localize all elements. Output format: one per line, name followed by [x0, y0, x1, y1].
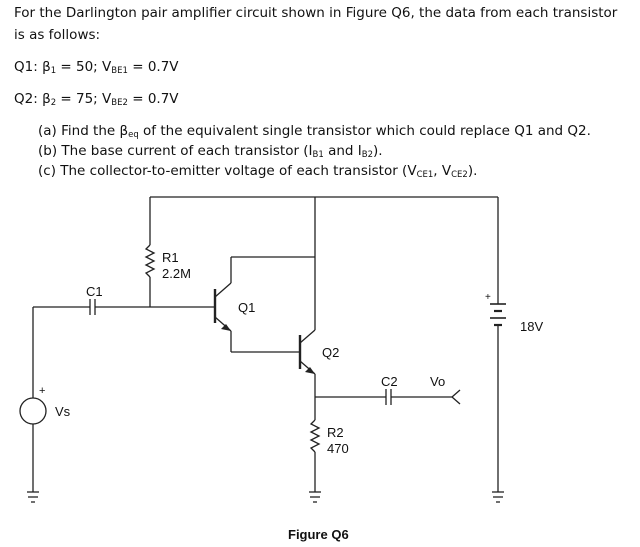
battery-plus-sign: +: [485, 292, 491, 303]
q1-parameters: Q1: β1 = 50; VBE1 = 0.7V: [14, 59, 179, 76]
c2-label: C2: [381, 374, 398, 389]
vo-label: Vo: [430, 374, 445, 389]
ground-symbol-r2: [309, 491, 321, 503]
figure-caption: Figure Q6: [288, 527, 349, 542]
r1-name-label: R1: [162, 250, 179, 265]
r1-value-label: 2.2M: [162, 266, 191, 281]
question-part-a: (a) Find the βeq of the equivalent singl…: [38, 123, 591, 140]
q2-collector-lead: [299, 329, 316, 344]
r2-value-label: 470: [327, 441, 349, 456]
vs-source-symbol: [19, 397, 47, 425]
ground-symbol-source: [27, 491, 39, 503]
c1-label: C1: [86, 284, 103, 299]
r2-resistor: [309, 419, 321, 453]
q2-parameters: Q2: β2 = 75; VBE2 = 0.7V: [14, 91, 179, 108]
question-part-c: (c) The collector-to-emitter voltage of …: [38, 163, 478, 180]
battery-18v-symbol: [490, 303, 506, 327]
q1-collector-lead: [214, 282, 232, 298]
vs-label: Vs: [55, 404, 71, 419]
q1-emitter-arrow: [221, 324, 231, 331]
vo-output-terminal: [451, 389, 461, 405]
ground-symbol-supply: [492, 491, 504, 503]
problem-intro: For the Darlington pair amplifier circui…: [14, 5, 618, 43]
q2-emitter-arrow: [305, 367, 315, 374]
supply-voltage-label: 18V: [520, 319, 543, 334]
r2-name-label: R2: [327, 425, 344, 440]
r1-resistor: [144, 244, 156, 278]
vs-plus-sign: +: [39, 385, 45, 397]
darlington-circuit-diagram: R1 2.2M C1 Q1 Q2 C2 Vo R2 470 +: [19, 196, 543, 542]
q2-label: Q2: [322, 345, 339, 360]
question-part-b: (b) The base current of each transistor …: [38, 143, 383, 160]
q1-label: Q1: [238, 300, 255, 315]
